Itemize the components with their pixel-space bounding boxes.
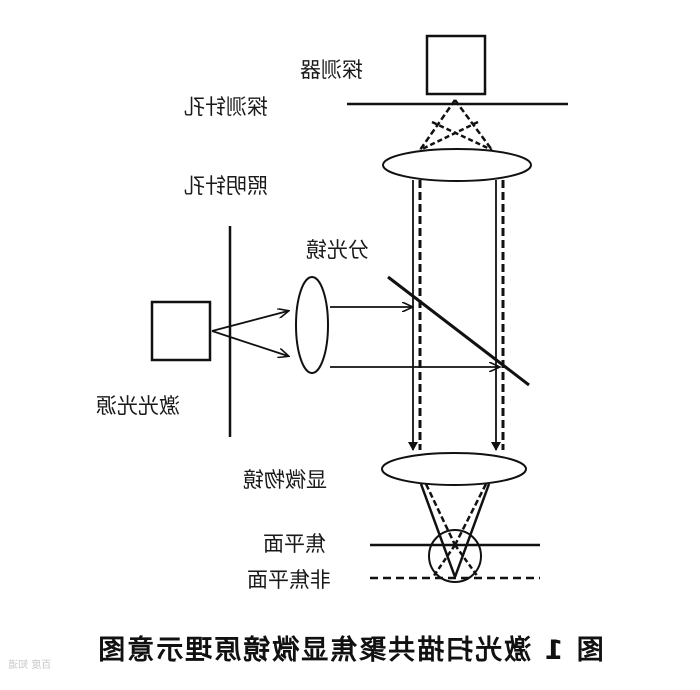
laser-ray-lower [211, 330, 288, 356]
laser-source-box [150, 300, 212, 362]
label-non-focal-plane: 非焦平面 [247, 568, 331, 592]
label-focal-plane: 焦平面 [263, 532, 326, 556]
detector-cone [418, 99, 494, 152]
label-detector: 探测器 [300, 58, 363, 82]
objective-lens [381, 452, 527, 486]
label-illumination-pinhole: 照明针孔 [184, 174, 268, 198]
watermark: 百度 知道 [8, 660, 52, 671]
detector-box [425, 34, 487, 96]
label-objective: 显微物镜 [243, 468, 327, 492]
label-laser-source: 激光光源 [96, 394, 180, 418]
sample-circle [428, 529, 482, 583]
tube-lens [382, 148, 532, 182]
figure-caption: 图 1 激光扫描共聚焦显微镜原理示意图 [96, 635, 604, 666]
laser-ray-upper [211, 311, 288, 332]
vertical-rays [408, 180, 505, 451]
label-detector-pinhole: 探测针孔 [184, 95, 268, 119]
collimating-lens [295, 276, 329, 374]
beam-splitter [387, 275, 530, 387]
focus-cone [419, 483, 491, 578]
label-beam-splitter: 分光镜 [306, 238, 369, 262]
